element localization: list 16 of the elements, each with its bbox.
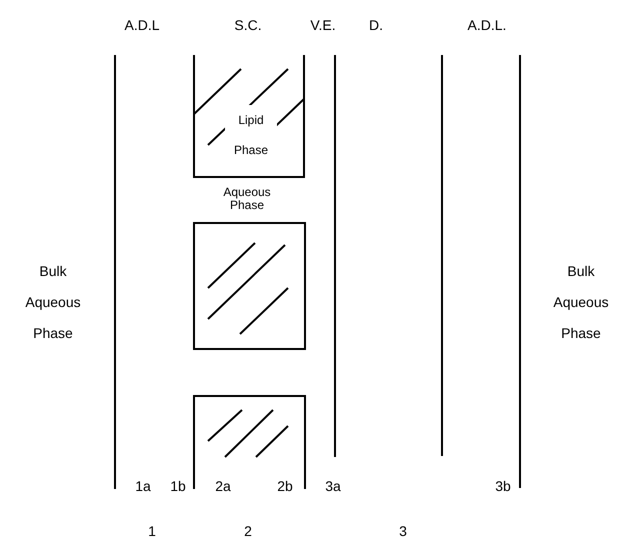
hatched-box [193,55,305,178]
region-label: D. [369,18,383,33]
region-label: S.C. [234,18,262,33]
region-label: 1a [135,479,151,494]
region-label: A.D.L [124,18,160,33]
region-label: 2b [277,479,293,494]
hatched-box [193,222,306,350]
region-label: V.E. [310,18,336,33]
region-label: 2a [215,479,231,494]
region-label: 2 [244,524,252,539]
region-label: 1b [170,479,186,494]
region-label: 3b [495,479,511,494]
region-label: 3 [399,524,407,539]
region-label: 1 [148,524,156,539]
region-label: 3a [325,479,341,494]
region-label: A.D.L. [468,18,506,33]
